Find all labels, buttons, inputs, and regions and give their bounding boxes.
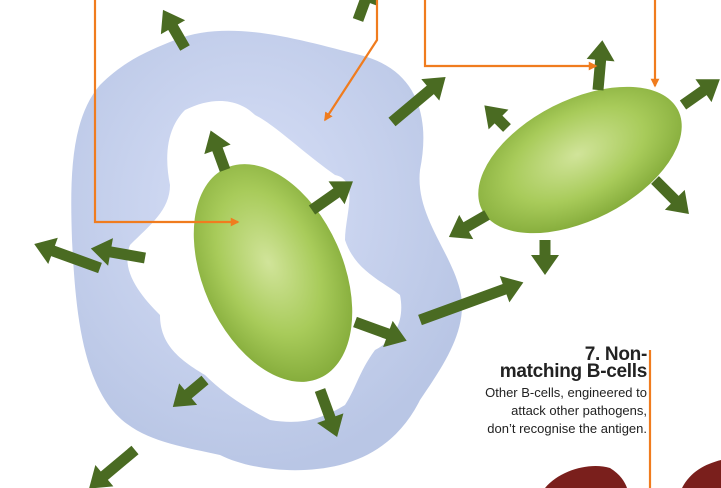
antigen-arrow-icon xyxy=(90,238,146,266)
antigen-arrow-icon xyxy=(160,9,190,51)
red-accent-shape-2 xyxy=(682,460,721,488)
antigen-arrow-icon xyxy=(418,276,524,326)
antigen-arrow-icon xyxy=(679,79,720,110)
caption-body-line-2: attack other pathogens, xyxy=(511,403,647,418)
antigen-arrow-icon xyxy=(353,316,407,348)
antigen-arrow-icon xyxy=(204,130,231,172)
antigen-arrow-icon xyxy=(388,77,446,127)
antigen-arrow-icon xyxy=(448,210,490,240)
pathogen-free xyxy=(478,86,682,234)
antigen-arrow-icon xyxy=(308,181,353,215)
callout-line-receptor xyxy=(423,0,598,71)
callout-lines xyxy=(93,0,660,488)
caption-title-line-2: matching B-cells xyxy=(499,361,648,382)
antigen-arrow-icon xyxy=(484,105,511,132)
caption-title: 7. Non- matching B-cells xyxy=(387,344,648,382)
red-accent-shape xyxy=(545,466,627,488)
callout-line-b-cell xyxy=(324,0,379,122)
caption-title-line-1: 7. Non- xyxy=(584,344,648,365)
caption-body-line-3: don’t recognise the antigen. xyxy=(487,421,647,436)
caption-body: Other B-cells, engineered to attack othe… xyxy=(387,384,647,438)
antigen-arrow-icon xyxy=(172,375,209,407)
antigen-arrow-icon xyxy=(351,0,378,22)
antigen-arrow-icon xyxy=(314,388,344,437)
antigen-arrow-icon xyxy=(89,445,139,488)
caption-body-line-1: Other B-cells, engineered to xyxy=(485,385,647,400)
antigen-arrow-icon xyxy=(531,240,559,275)
caption-block: 7. Non- matching B-cells Other B-cells, … xyxy=(387,344,648,438)
callout-line-pathogen xyxy=(93,0,240,227)
antigen-arrow-icon xyxy=(34,237,102,274)
antigen-arrow-icon xyxy=(586,40,615,91)
antigen-arrow-icon xyxy=(651,176,689,214)
antigen-arrows xyxy=(34,0,720,488)
